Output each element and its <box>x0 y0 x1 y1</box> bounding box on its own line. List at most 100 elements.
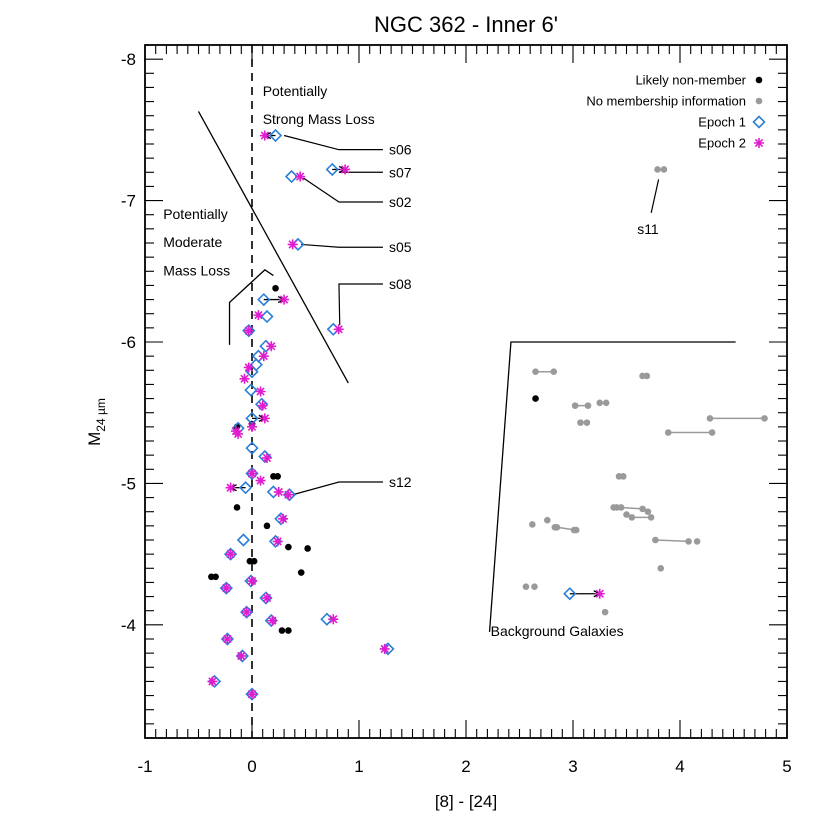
no-membership-point <box>617 504 625 511</box>
y-tick-label: -8 <box>121 50 136 69</box>
epoch2-point <box>340 164 351 175</box>
leader-line-s08 <box>338 283 383 326</box>
epoch2-point <box>247 468 257 479</box>
strong-mass-loss-boundary-line <box>197 111 349 384</box>
no-membership-point <box>553 523 561 531</box>
epoch2-point <box>279 294 290 305</box>
epoch2-point <box>236 650 247 661</box>
no-membership-point <box>571 402 579 409</box>
x-tick-label: 5 <box>782 757 791 776</box>
epoch1-point <box>268 128 283 143</box>
epoch2-point <box>278 513 289 524</box>
annotation-text: Moderate <box>163 234 222 250</box>
no-membership-point <box>544 516 551 524</box>
no-membership-point <box>601 608 609 616</box>
legend-marker-diamond <box>752 115 766 129</box>
non-member-point <box>285 543 292 551</box>
background-galaxies-boundary-line <box>488 341 736 632</box>
epoch2-point <box>267 615 278 626</box>
no-membership-point <box>628 514 636 521</box>
non-member-point <box>532 395 539 402</box>
no-membership-point <box>643 372 651 380</box>
non-member-point <box>263 522 271 530</box>
no-membership-point <box>644 508 652 516</box>
epoch2-point <box>243 362 254 373</box>
plot-points-layer <box>207 128 768 701</box>
annotation-text: Strong Mass Loss <box>263 111 375 127</box>
epoch2-point <box>295 171 306 182</box>
epoch2-point <box>247 576 257 587</box>
source-label-s12: s12 <box>389 474 412 490</box>
legend-marker-circle <box>755 97 763 105</box>
epoch1-point <box>236 533 251 547</box>
epoch1-point <box>244 383 258 397</box>
x-tick-label: 4 <box>675 757 684 776</box>
epoch2-point <box>225 549 236 560</box>
epoch1-point <box>219 581 233 595</box>
epoch2-point <box>243 325 254 336</box>
no-membership-point <box>570 526 578 534</box>
galaxy-pair-connector <box>621 506 643 510</box>
plot-lines-layer <box>197 45 765 738</box>
non-member-point <box>272 284 279 292</box>
source-label-s02: s02 <box>389 194 412 210</box>
no-membership-point <box>761 415 768 422</box>
no-membership-point <box>623 511 630 518</box>
non-member-point <box>233 504 241 511</box>
no-membership-point <box>531 583 538 590</box>
epoch2-point <box>257 400 268 411</box>
galaxy-pair-connector <box>655 539 689 543</box>
epoch1-point <box>240 605 254 619</box>
x-tick-label: 0 <box>247 757 256 776</box>
annotation-text: Background Galaxies <box>491 623 624 639</box>
leader-line-s11 <box>650 179 660 213</box>
epoch2-point <box>239 373 250 384</box>
y-tick-label: -7 <box>121 192 136 211</box>
epoch2-point <box>207 676 218 687</box>
epoch2-point <box>287 239 298 250</box>
epoch1-point <box>284 169 299 184</box>
epoch2-point <box>594 588 605 599</box>
epoch1-point <box>245 441 259 455</box>
leader-line-s06 <box>283 134 383 151</box>
leader-line-s02 <box>303 177 383 203</box>
x-tick-label: 2 <box>461 757 470 776</box>
annotation-text: Potentially <box>163 206 228 222</box>
legend-marker-asterisk <box>754 138 764 148</box>
legend-label: Likely non-member <box>635 73 746 88</box>
no-membership-point <box>708 429 716 436</box>
legend-marker-circle <box>755 76 763 84</box>
epoch2-point <box>261 452 272 463</box>
non-member-point <box>285 627 292 634</box>
epoch1-point <box>249 357 263 372</box>
non-member-point <box>297 569 305 576</box>
epoch2-point <box>272 536 283 547</box>
epoch1-point <box>258 449 272 464</box>
epoch2-point <box>259 130 270 141</box>
no-membership-point <box>577 419 584 426</box>
epoch2-point <box>221 583 232 594</box>
source-label-s07: s07 <box>389 164 412 180</box>
source-label-s06: s06 <box>389 142 412 158</box>
epoch1-point <box>223 547 238 561</box>
no-membership-point <box>602 399 610 407</box>
non-member-point <box>212 573 219 581</box>
no-membership-point <box>652 536 659 544</box>
x-tick-label: 1 <box>354 757 363 776</box>
plot-frame <box>144 44 788 739</box>
chart-title: NGC 362 - Inner 6' <box>374 12 558 37</box>
epoch2-point <box>258 351 269 362</box>
x-tick-label: 3 <box>568 757 577 776</box>
no-membership-point <box>654 166 661 173</box>
no-membership-point <box>660 166 668 173</box>
no-membership-point <box>619 473 627 480</box>
y-tick-label: -4 <box>121 616 136 635</box>
non-member-point <box>250 557 258 565</box>
no-membership-point <box>693 538 701 545</box>
y-axis-label: M24 µm <box>85 398 108 446</box>
epoch2-point <box>259 413 270 424</box>
epoch1-point <box>238 481 253 495</box>
